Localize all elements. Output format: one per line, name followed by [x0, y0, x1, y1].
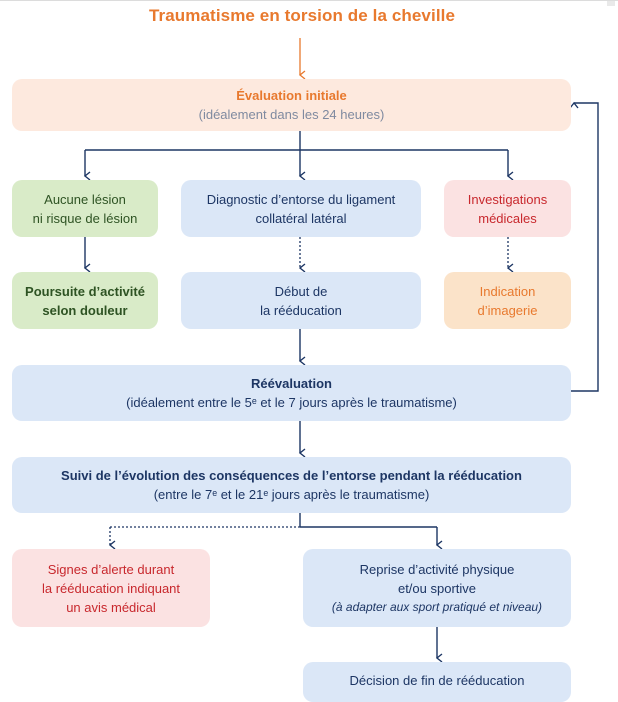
imagerie-line1: Indication — [479, 283, 536, 299]
diagnostic-box: Diagnostic d’entorse du ligament collaté… — [181, 180, 421, 237]
reprise-note: (à adapter aux sport pratiqué et niveau) — [331, 599, 543, 614]
scroll-indicator — [607, 1, 615, 6]
feedback-loop-arrow — [569, 101, 599, 392]
evaluation-box: Évaluation initiale (idéalement dans les… — [12, 79, 571, 131]
investigations-box: Investigations médicales — [444, 180, 571, 237]
suivi-title: Suivi de l’évolution des conséquences de… — [61, 468, 522, 483]
decision-box: Décision de fin de rééducation — [303, 662, 571, 702]
suivi-box: Suivi de l’évolution des conséquences de… — [12, 457, 571, 513]
no-lesion-line1: Aucune lésion — [44, 191, 126, 207]
debut-reeducation-box: Début de la rééducation — [181, 272, 421, 329]
imagerie-box: Indication d’imagerie — [444, 272, 571, 329]
no-lesion-box: Aucune lésion ni risque de lésion — [12, 180, 158, 237]
alerte-line3: un avis médical — [66, 599, 156, 615]
diagnostic-line2: collatéral latéral — [255, 210, 347, 226]
connector-lines — [83, 38, 599, 663]
diagram-title: Traumatisme en torsion de la cheville — [148, 6, 456, 25]
evaluation-subtitle: (idéalement dans les 24 heures) — [198, 107, 385, 122]
reevaluation-box: Réévaluation (idéalement entre le 5ᵉ et … — [12, 365, 571, 421]
alerte-line1: Signes d’alerte durant — [47, 561, 175, 577]
decision-label: Décision de fin de rééducation — [349, 673, 525, 688]
alerte-line2: la rééducation indiquant — [41, 580, 181, 596]
poursuite-line1: Poursuite d’activité — [25, 283, 145, 299]
investigations-line1: Investigations — [467, 191, 548, 207]
reprise-line1: Reprise d’activité physique — [359, 561, 515, 577]
no-lesion-line2: ni risque de lésion — [32, 210, 138, 226]
investigations-line2: médicales — [478, 210, 537, 226]
imagerie-line2: d’imagerie — [477, 302, 538, 318]
debut-line1: Début de — [274, 283, 328, 299]
top-border — [0, 0, 618, 1]
debut-line2: la rééducation — [260, 302, 342, 318]
diagnostic-line1: Diagnostic d’entorse du ligament — [206, 191, 396, 207]
reprise-line2: et/ou sportive — [397, 580, 477, 596]
poursuite-box: Poursuite d’activité selon douleur — [12, 272, 158, 329]
reevaluation-title: Réévaluation — [251, 376, 332, 391]
reevaluation-subtitle: (idéalement entre le 5ᵉ et le 7 jours ap… — [126, 395, 457, 410]
suivi-subtitle: (entre le 7ᵉ et le 21ᵉ jours après le tr… — [153, 487, 430, 502]
alerte-box: Signes d’alerte durant la rééducation in… — [12, 549, 210, 627]
evaluation-title: Évaluation initiale — [236, 88, 347, 103]
reprise-box: Reprise d’activité physique et/ou sporti… — [303, 549, 571, 627]
poursuite-line2: selon douleur — [42, 302, 128, 318]
